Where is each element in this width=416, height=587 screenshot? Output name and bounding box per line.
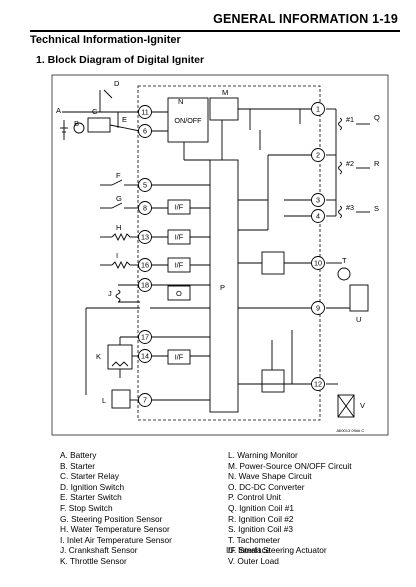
legend-item: I. Inlet Air Temperature Sensor: [60, 534, 172, 545]
pin-label: 9: [316, 304, 320, 313]
pin-label: 5: [143, 181, 147, 190]
letter-g: G: [116, 194, 122, 203]
letter-q: Q: [374, 113, 380, 122]
legend-item: P. Control Unit: [228, 492, 281, 503]
letter-i: I: [116, 251, 118, 260]
letter-t: T: [342, 256, 347, 265]
legend-item: V. Outer Load: [228, 555, 279, 566]
legend-item: L. Warning Monitor: [228, 450, 298, 460]
letter-f: F: [116, 171, 121, 180]
legend-item: U. Smart Steering Actuator: [228, 545, 327, 556]
header-rule: [30, 30, 400, 32]
legend-item: J. Crankshaft Sensor: [60, 545, 138, 556]
legend-item: S. Ignition Coil #3: [228, 524, 294, 535]
letter-j: J: [108, 289, 112, 298]
pin-label: 18: [141, 281, 149, 290]
legend-item: N. Wave Shape Circuit: [228, 471, 312, 482]
pin-label: 11: [141, 108, 148, 117]
coil-label: #1: [346, 115, 354, 124]
pin-label: 16: [141, 261, 149, 270]
letter-v: V: [360, 401, 365, 410]
letter-n: N: [178, 97, 183, 106]
letter-p: P: [220, 283, 225, 292]
letter-k: K: [96, 352, 101, 361]
if-label: I/F: [175, 261, 184, 270]
pin-circles: [138, 102, 325, 407]
pin-label: 2: [316, 151, 320, 160]
legend-item: M. Power-Source ON/OFF Circuit: [228, 460, 352, 471]
legend-right: L. Warning Monitor M. Power-Source ON/OF…: [228, 450, 352, 567]
legend-item: E. Starter Switch: [60, 492, 122, 503]
coil-label: #2: [346, 159, 354, 168]
letter-u: U: [356, 315, 361, 324]
letter-h: H: [116, 223, 121, 232]
legend-item: O. DC-DC Converter: [228, 481, 305, 492]
legend-item: Q. Ignition Coil #1: [228, 502, 294, 513]
pin-label: 17: [141, 333, 149, 342]
pin-label: 4: [316, 212, 320, 221]
pin-label: 8: [143, 204, 147, 213]
legend-item: H. Water Temperature Sensor: [60, 524, 170, 535]
coil-label: #3: [346, 203, 354, 212]
letter-e: E: [122, 115, 127, 124]
pin-label: 14: [141, 352, 149, 361]
letter-o: O: [176, 289, 182, 298]
pin-label: 3: [316, 196, 320, 205]
letter-r: R: [374, 159, 380, 168]
letter-s: S: [374, 204, 379, 213]
legend-item: C. Starter Relay: [60, 471, 120, 482]
pin-label: 6: [143, 127, 147, 136]
letter-b: B: [74, 119, 79, 128]
letter-m: M: [222, 88, 228, 97]
letter-l: L: [102, 396, 106, 405]
pin-label: 10: [314, 259, 322, 268]
if-label: I/F: [175, 353, 184, 362]
pin-label: 13: [141, 233, 149, 242]
legend-item: G. Steering Position Sensor: [60, 513, 163, 524]
page-header-title: GENERAL INFORMATION 1-19: [213, 12, 398, 26]
pin-label: 7: [143, 396, 147, 405]
if-label: I/F: [175, 233, 184, 242]
pin-label: 12: [314, 380, 322, 389]
legend-note: I/F Interface: [226, 545, 271, 555]
subsection-title: 1. Block Diagram of Digital Igniter: [36, 54, 205, 66]
letter-a: A: [56, 106, 61, 115]
legend-item: R. Ignition Coil #2: [228, 513, 294, 524]
letter-d: D: [114, 79, 120, 88]
section-title: Technical Information-Igniter: [30, 34, 181, 46]
legend-item: B. Starter: [60, 460, 96, 471]
pin-label: 1: [316, 105, 320, 114]
diagram-code: J8I0013 09## C: [336, 428, 364, 433]
legend-item: T. Tachometer: [228, 534, 280, 545]
legend-left: A. Battery B. Starter C. Starter Relay D…: [60, 450, 172, 567]
legend-item: A. Battery: [60, 450, 97, 460]
legend-item: K. Throttle Sensor: [60, 555, 127, 566]
legend-item: D. Ignition Switch: [60, 481, 125, 492]
onoff-label: ON/OFF: [174, 116, 202, 125]
letter-c: C: [92, 107, 98, 116]
if-label: I/F: [175, 203, 184, 212]
legend-item: F. Stop Switch: [60, 502, 113, 513]
